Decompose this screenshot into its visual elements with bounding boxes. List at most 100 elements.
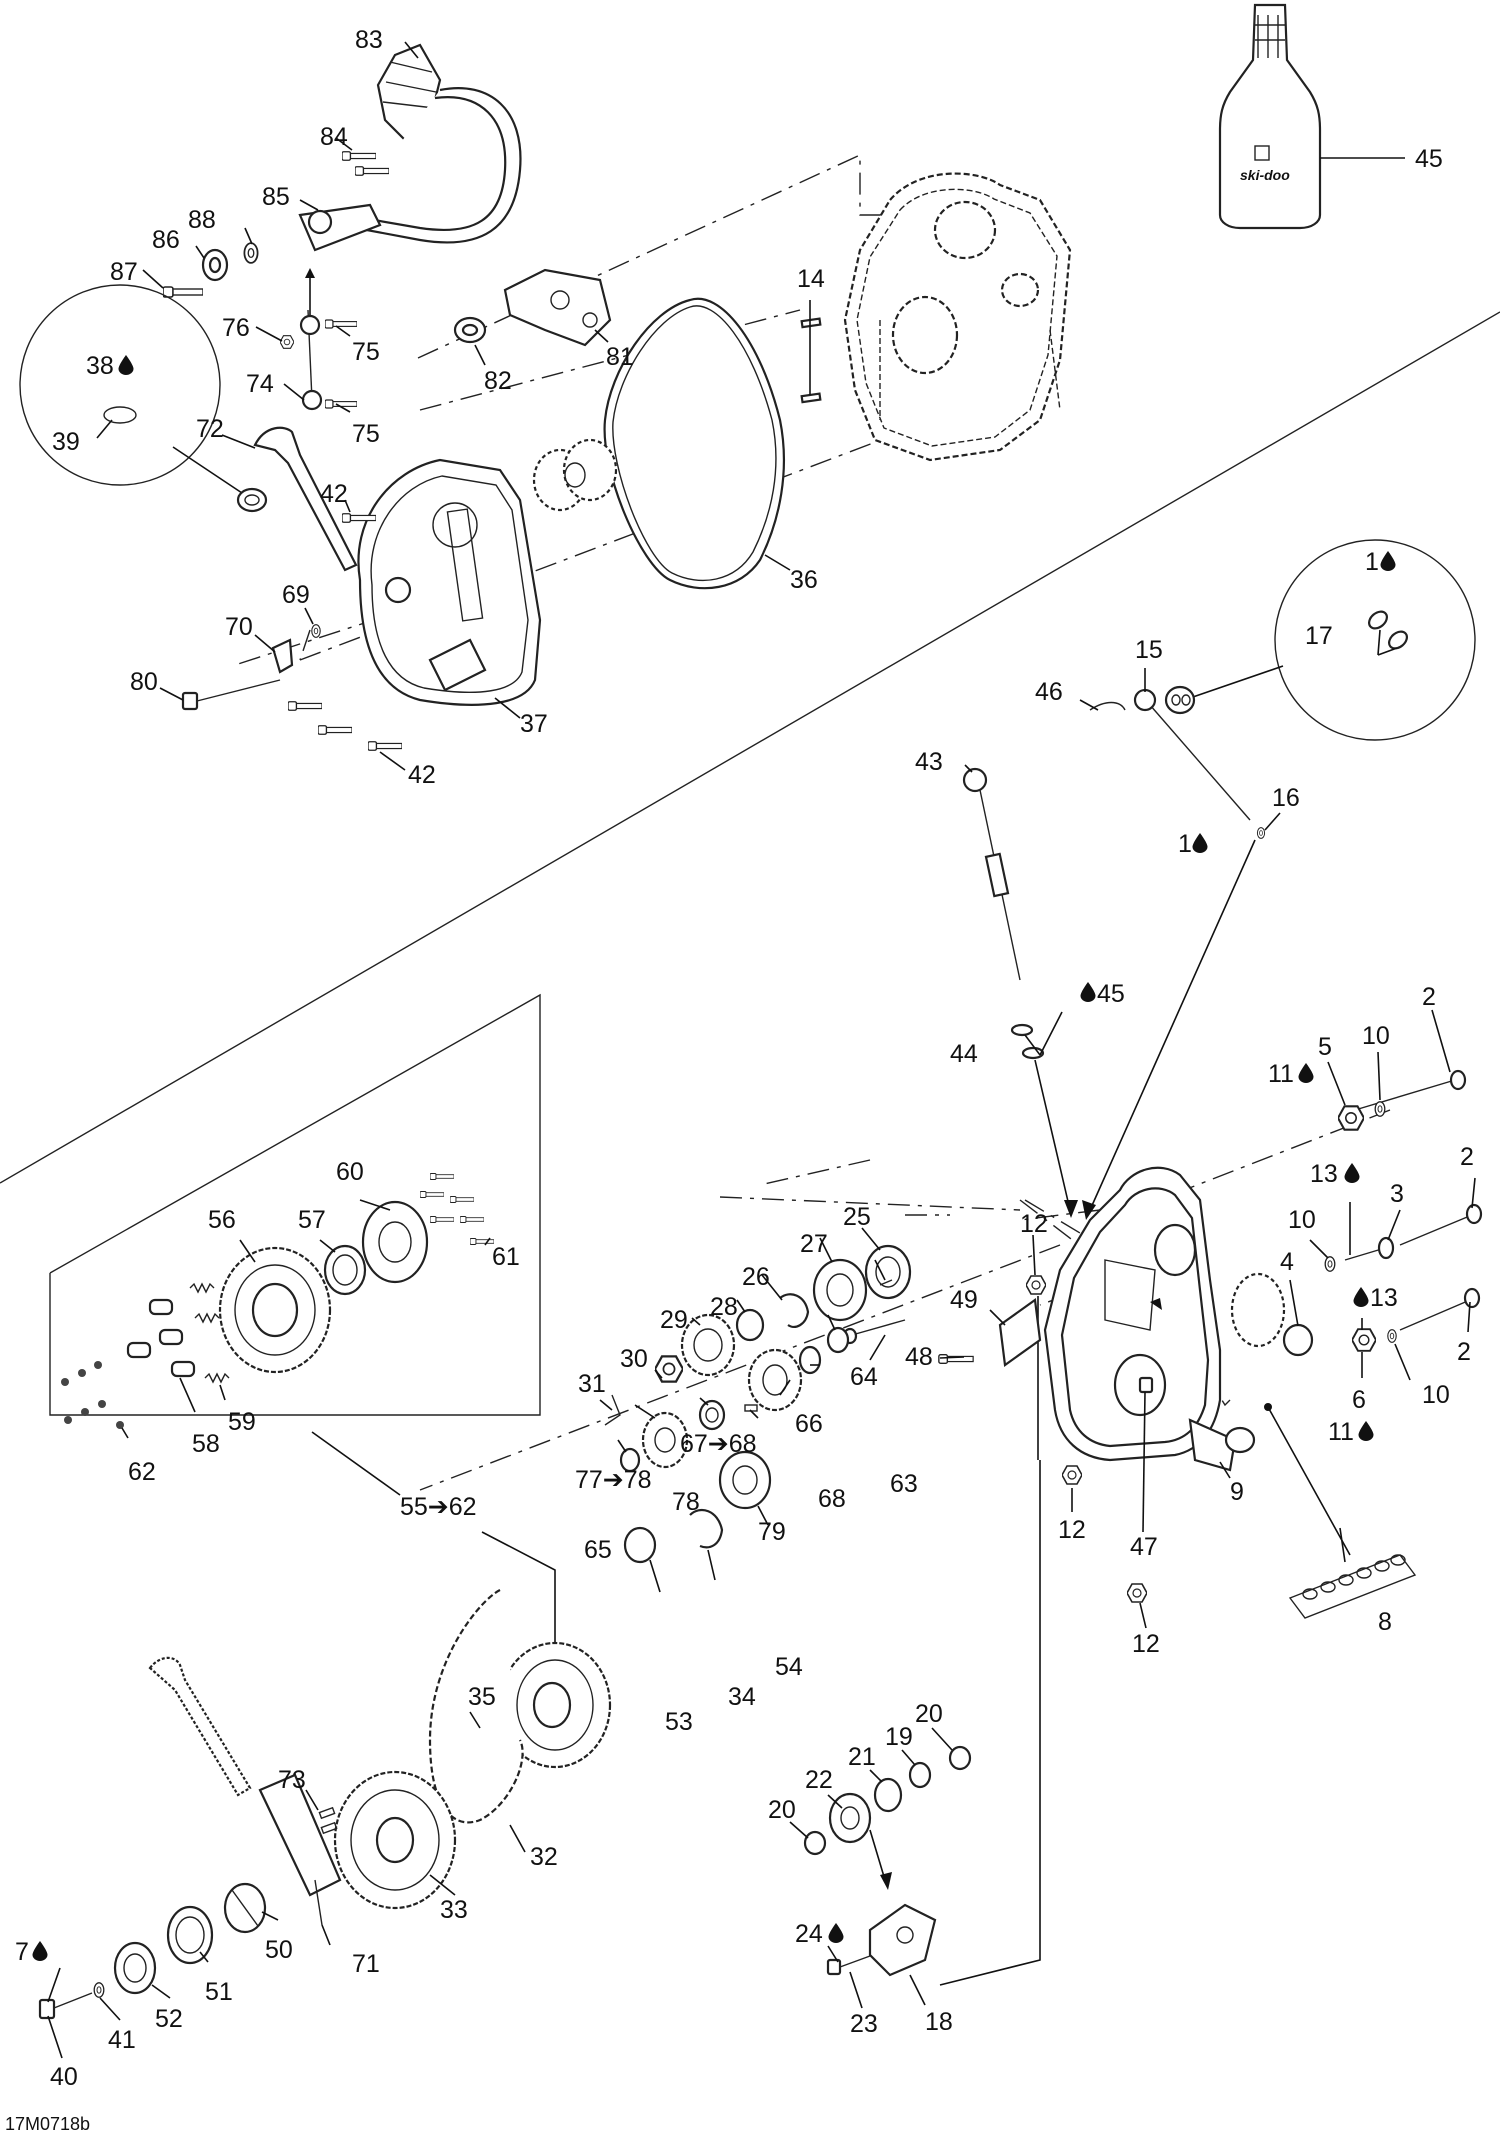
label-70: 70 [225,613,253,641]
label-57: 57 [298,1206,326,1234]
chaincase-cover-37 [357,458,542,706]
label-9: 9 [1230,1478,1244,1506]
label-52: 52 [155,2005,183,2033]
label-42-bottom: 42 [408,761,436,789]
cup-52 [113,1941,157,1995]
label-78: 78 [672,1488,700,1516]
bearing-57 [323,1244,367,1296]
label-86: 86 [152,226,180,254]
detail-circle-lead-left [172,446,246,496]
label-16: 16 [1272,784,1300,812]
label-12-middle: 12 [1058,1516,1086,1544]
label-63: 63 [890,1470,918,1498]
label-35: 35 [468,1683,496,1711]
label-11-top: 11 [1268,1060,1294,1088]
needle-bearing-78 [698,1399,726,1431]
sprocket-33 [333,1770,457,1910]
label-1-circle: 1 [1365,548,1379,576]
label-20-upper: 20 [915,1700,943,1728]
screw-84-lower [355,166,389,176]
label-17: 17 [1305,622,1333,650]
shaft-71 [258,1773,342,1926]
screw-84-upper [342,151,376,161]
label-32: 32 [530,1843,558,1871]
spacer-4 [1282,1323,1314,1357]
washer-20-upper [948,1745,972,1771]
springs-59 [189,1282,230,1384]
leader-lines [47,41,1476,2059]
label-19: 19 [885,1723,913,1751]
oring-39 [103,406,137,424]
detail-circle-1-17 [1274,539,1476,741]
label-33: 33 [440,1896,468,1924]
label-80: 80 [130,668,158,696]
bracket-70 [271,638,294,674]
gear-29 [680,1313,736,1377]
bottle-brand-label: ski-doo [1240,167,1290,183]
label-64: 64 [850,1363,878,1391]
oil-bottle-45: ski-doo [1218,3,1322,230]
washer-66 [826,1326,850,1354]
pivot-bracket-81 [503,268,612,347]
spacer-28 [735,1308,765,1342]
linkage-rod-74 [299,268,323,411]
label-59: 59 [228,1408,256,1436]
nut-6 [1352,1328,1376,1352]
bushing-86 [201,248,229,282]
label-42-top: 42 [320,480,348,508]
washer-10-mid [1324,1256,1336,1272]
label-43: 43 [915,748,943,776]
label-10-top: 10 [1362,1022,1390,1050]
label-58: 58 [192,1430,220,1458]
label-8: 8 [1378,1608,1392,1636]
bearing-27 [812,1258,868,1322]
label-73: 73 [278,1766,306,1794]
screw-61-6 [430,1215,454,1224]
axis-line-13 [1019,1199,1076,1243]
dipstick-lead [1034,1059,1071,1211]
axis-line-12 [719,1196,1021,1211]
label-29: 29 [660,1306,688,1334]
nut-76 [280,335,294,349]
label-12-lower: 12 [1132,1630,1160,1658]
splined-hub-50 [223,1882,267,1934]
separator-line-upper [0,311,1500,1184]
nut-12-c [1127,1583,1147,1603]
label-50: 50 [265,1936,293,1964]
label-44: 44 [950,1040,978,1068]
screw-61-3 [460,1215,484,1224]
label-68: 68 [818,1485,846,1513]
label-88: 88 [188,206,216,234]
label-79: 79 [758,1518,786,1546]
screw-75-upper [325,319,357,329]
circlip-26 [779,1293,810,1328]
label-85: 85 [262,183,290,211]
nut-30 [655,1355,683,1383]
nut-5 [1338,1105,1364,1131]
label-4: 4 [1280,1248,1294,1276]
label-36: 36 [790,566,818,594]
lubricant-drop-icon [118,355,134,375]
seal-detail-right [1164,685,1196,715]
label-45-dipstick: 45 [1097,980,1125,1008]
part-labels: 83 84 85 88 86 87 76 75 74 75 72 38 39 4… [15,26,1474,2091]
bolt-2-top [1354,1069,1467,1111]
bushing-82 [453,316,487,344]
screw-42-bottom-1 [288,701,322,711]
label-11-bottom: 11 [1328,1418,1354,1446]
nut-12-b [1062,1465,1082,1485]
label-31: 31 [578,1370,606,1398]
axis-line-16 [299,629,311,661]
diagram-code: 17M0718b [5,2114,90,2134]
washer-41 [93,1982,105,1998]
bearing-68 [798,1345,822,1375]
sprocket-56 [218,1246,332,1374]
label-37: 37 [520,710,548,738]
sprocket-large-right [498,1641,612,1769]
bolt-3 [1344,1236,1395,1261]
gear-77 [641,1411,689,1469]
lubricant-drop-icon [1344,1163,1360,1183]
label-45-bottle: 45 [1415,145,1443,173]
washer-69 [311,623,321,639]
washer-20-lower [803,1830,827,1856]
